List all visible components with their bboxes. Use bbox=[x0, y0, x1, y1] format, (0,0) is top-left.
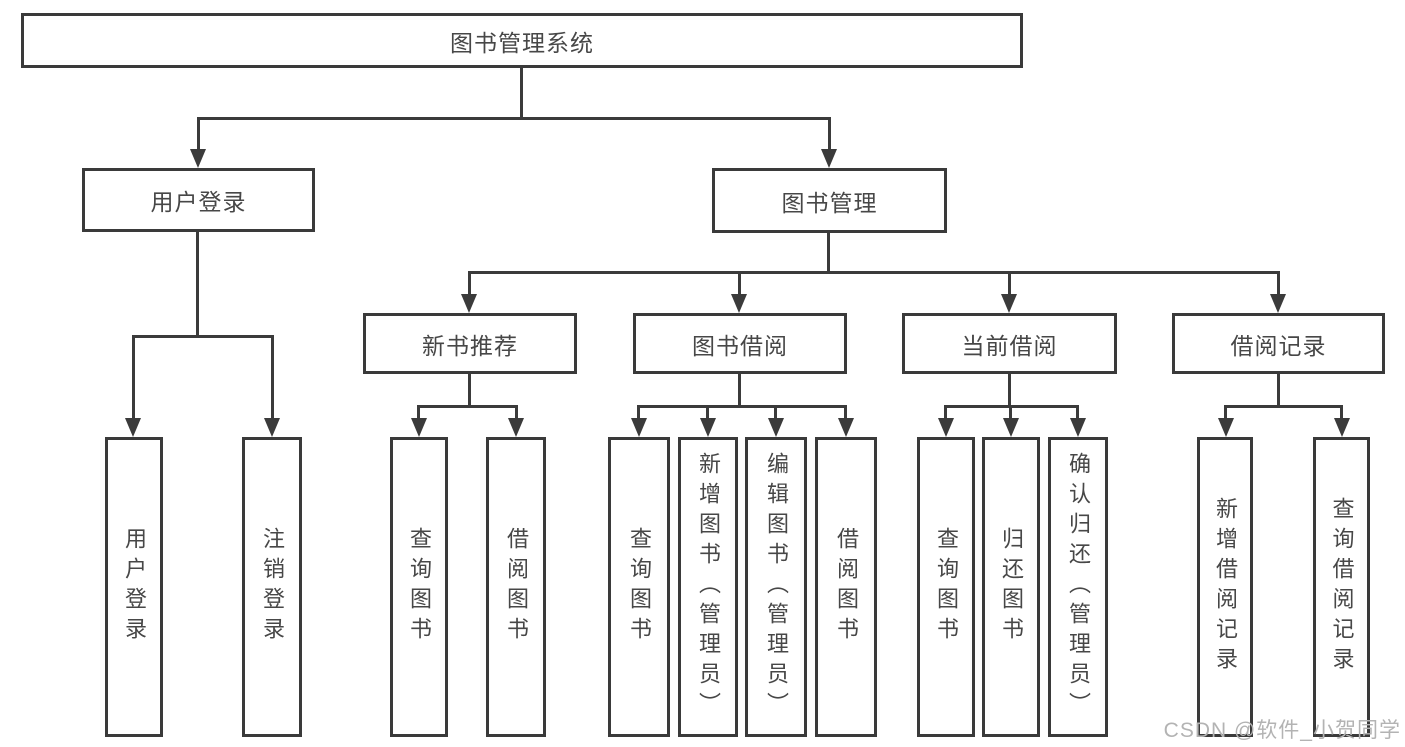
connector-line bbox=[706, 405, 709, 421]
connector-line bbox=[197, 117, 831, 120]
arrowhead-icon bbox=[508, 418, 524, 437]
node-label: 新增借阅记录 bbox=[1213, 497, 1238, 677]
connector-line bbox=[827, 233, 830, 273]
connector-line bbox=[774, 405, 777, 421]
connector-line bbox=[738, 271, 741, 297]
leaf-return-book: 归还图书 bbox=[982, 437, 1040, 737]
connector-line bbox=[1008, 271, 1011, 297]
arrowhead-icon bbox=[1070, 418, 1086, 437]
arrowhead-icon bbox=[1270, 294, 1286, 313]
arrowhead-icon bbox=[190, 149, 206, 168]
arrowhead-icon bbox=[838, 418, 854, 437]
node-label: 借阅图书 bbox=[834, 527, 859, 647]
arrowhead-icon bbox=[631, 418, 647, 437]
node-book-management: 图书管理 bbox=[712, 168, 947, 233]
connector-line bbox=[197, 117, 200, 151]
node-label: 注销登录 bbox=[260, 527, 285, 647]
connector-line bbox=[1008, 374, 1011, 408]
node-label: 查询图书 bbox=[627, 527, 652, 647]
connector-line bbox=[637, 405, 640, 421]
node-label: 新书推荐 bbox=[422, 332, 518, 359]
connector-line bbox=[468, 271, 471, 297]
arrowhead-icon bbox=[731, 294, 747, 313]
node-label: 编辑图书（管理员） bbox=[764, 452, 789, 722]
leaf-edit-book-admin: 编辑图书（管理员） bbox=[745, 437, 807, 737]
connector-line bbox=[828, 117, 831, 151]
node-book-borrow: 图书借阅 bbox=[633, 313, 847, 374]
arrowhead-icon bbox=[1003, 418, 1019, 437]
node-label: 图书借阅 bbox=[692, 332, 788, 359]
connector-line bbox=[515, 405, 518, 421]
arrowhead-icon bbox=[938, 418, 954, 437]
connector-line bbox=[738, 374, 741, 408]
connector-line bbox=[1277, 271, 1280, 297]
connector-line bbox=[468, 271, 1280, 274]
leaf-user-login: 用户登录 bbox=[105, 437, 163, 737]
node-label: 图书管理系统 bbox=[450, 29, 594, 56]
node-label: 用户登录 bbox=[150, 189, 247, 215]
node-label: 用户登录 bbox=[122, 527, 147, 647]
leaf-query-borrow-record: 查询借阅记录 bbox=[1313, 437, 1370, 737]
connector-line bbox=[196, 232, 199, 338]
connector-line bbox=[844, 405, 847, 421]
arrowhead-icon bbox=[1334, 418, 1350, 437]
leaf-borrow-book: 借阅图书 bbox=[815, 437, 877, 737]
leaf-add-borrow-record: 新增借阅记录 bbox=[1197, 437, 1253, 737]
leaf-add-book-admin: 新增图书（管理员） bbox=[678, 437, 738, 737]
node-user-login: 用户登录 bbox=[82, 168, 315, 232]
connector-line bbox=[132, 335, 135, 419]
connector-line bbox=[520, 68, 523, 118]
node-label: 查询图书 bbox=[407, 527, 432, 647]
leaf-query-book-borrow: 查询图书 bbox=[608, 437, 670, 737]
arrowhead-icon bbox=[125, 418, 141, 437]
node-current-borrow: 当前借阅 bbox=[902, 313, 1117, 374]
node-root-library-system: 图书管理系统 bbox=[21, 13, 1023, 68]
node-label: 查询借阅记录 bbox=[1329, 497, 1355, 677]
connector-line bbox=[1340, 405, 1343, 421]
node-label: 当前借阅 bbox=[961, 332, 1058, 359]
connector-line bbox=[1277, 374, 1280, 408]
connector-line bbox=[417, 405, 518, 408]
arrowhead-icon bbox=[1001, 294, 1017, 313]
arrowhead-icon bbox=[264, 418, 280, 437]
connector-line bbox=[417, 405, 420, 421]
arrowhead-icon bbox=[821, 149, 837, 168]
connector-line bbox=[944, 405, 947, 421]
arrowhead-icon bbox=[461, 294, 477, 313]
connector-line bbox=[468, 374, 471, 408]
node-label: 借阅图书 bbox=[504, 527, 529, 647]
connector-line bbox=[271, 335, 274, 419]
connector-line bbox=[1224, 405, 1227, 421]
leaf-query-book-current: 查询图书 bbox=[917, 437, 975, 737]
connector-line bbox=[132, 335, 274, 338]
leaf-logout: 注销登录 bbox=[242, 437, 302, 737]
node-label: 确认归还（管理员） bbox=[1066, 452, 1091, 722]
leaf-borrow-book-newrec: 借阅图书 bbox=[486, 437, 546, 737]
node-label: 借阅记录 bbox=[1230, 332, 1327, 359]
node-label: 查询图书 bbox=[934, 527, 959, 647]
arrowhead-icon bbox=[700, 418, 716, 437]
arrowhead-icon bbox=[411, 418, 427, 437]
node-label: 图书管理 bbox=[781, 189, 878, 216]
leaf-confirm-return-admin: 确认归还（管理员） bbox=[1048, 437, 1108, 737]
arrowhead-icon bbox=[768, 418, 784, 437]
node-label: 新增图书（管理员） bbox=[696, 452, 721, 722]
node-label: 归还图书 bbox=[999, 527, 1024, 647]
connector-line bbox=[1076, 405, 1079, 421]
node-new-book-recommend: 新书推荐 bbox=[363, 313, 577, 374]
arrowhead-icon bbox=[1218, 418, 1234, 437]
node-borrow-record: 借阅记录 bbox=[1172, 313, 1385, 374]
csdn-watermark: CSDN @软件_小贺同学 bbox=[1163, 719, 1401, 742]
connector-line bbox=[637, 405, 847, 408]
leaf-query-book-newrec: 查询图书 bbox=[390, 437, 448, 737]
connector-line bbox=[1224, 405, 1342, 408]
connector-line bbox=[1009, 405, 1012, 421]
